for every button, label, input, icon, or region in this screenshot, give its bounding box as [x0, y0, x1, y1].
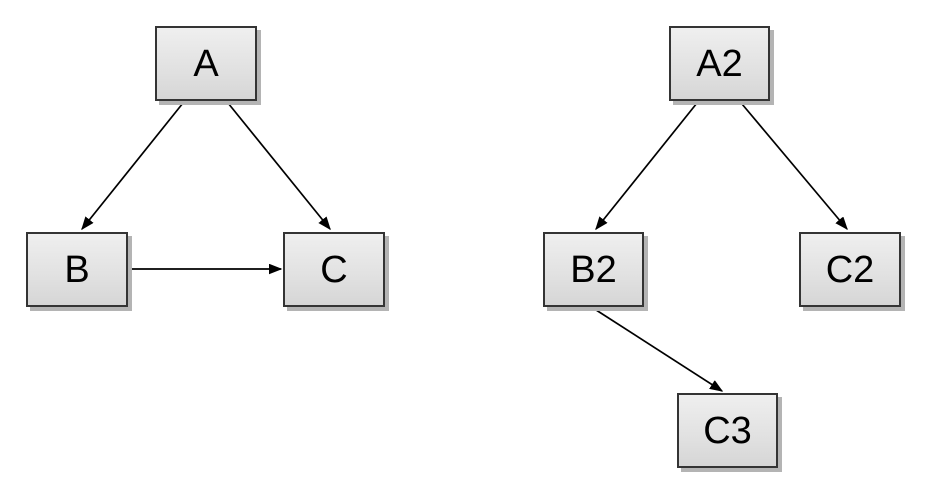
- node-c3[interactable]: C3: [677, 393, 778, 468]
- node-b-label: B: [64, 248, 90, 291]
- node-c2[interactable]: C2: [799, 232, 901, 307]
- edge-b2-to-c3[interactable]: [592, 307, 722, 391]
- node-c2-label: C2: [825, 248, 875, 291]
- edge-a2-to-c2[interactable]: [741, 103, 847, 229]
- node-a-label: A: [193, 42, 219, 85]
- node-a[interactable]: A: [155, 26, 257, 101]
- edge-a-to-b[interactable]: [82, 102, 184, 229]
- node-c3-label: C3: [703, 409, 752, 452]
- node-b2-label: B2: [570, 248, 617, 291]
- node-b[interactable]: B: [26, 232, 128, 307]
- node-b2[interactable]: B2: [543, 232, 644, 307]
- node-a2[interactable]: A2: [669, 26, 770, 101]
- node-c[interactable]: C: [283, 232, 385, 307]
- edge-a2-to-b2[interactable]: [596, 102, 698, 229]
- node-a2-label: A2: [696, 42, 743, 85]
- node-c-label: C: [320, 248, 348, 291]
- edge-a-to-c[interactable]: [227, 102, 330, 229]
